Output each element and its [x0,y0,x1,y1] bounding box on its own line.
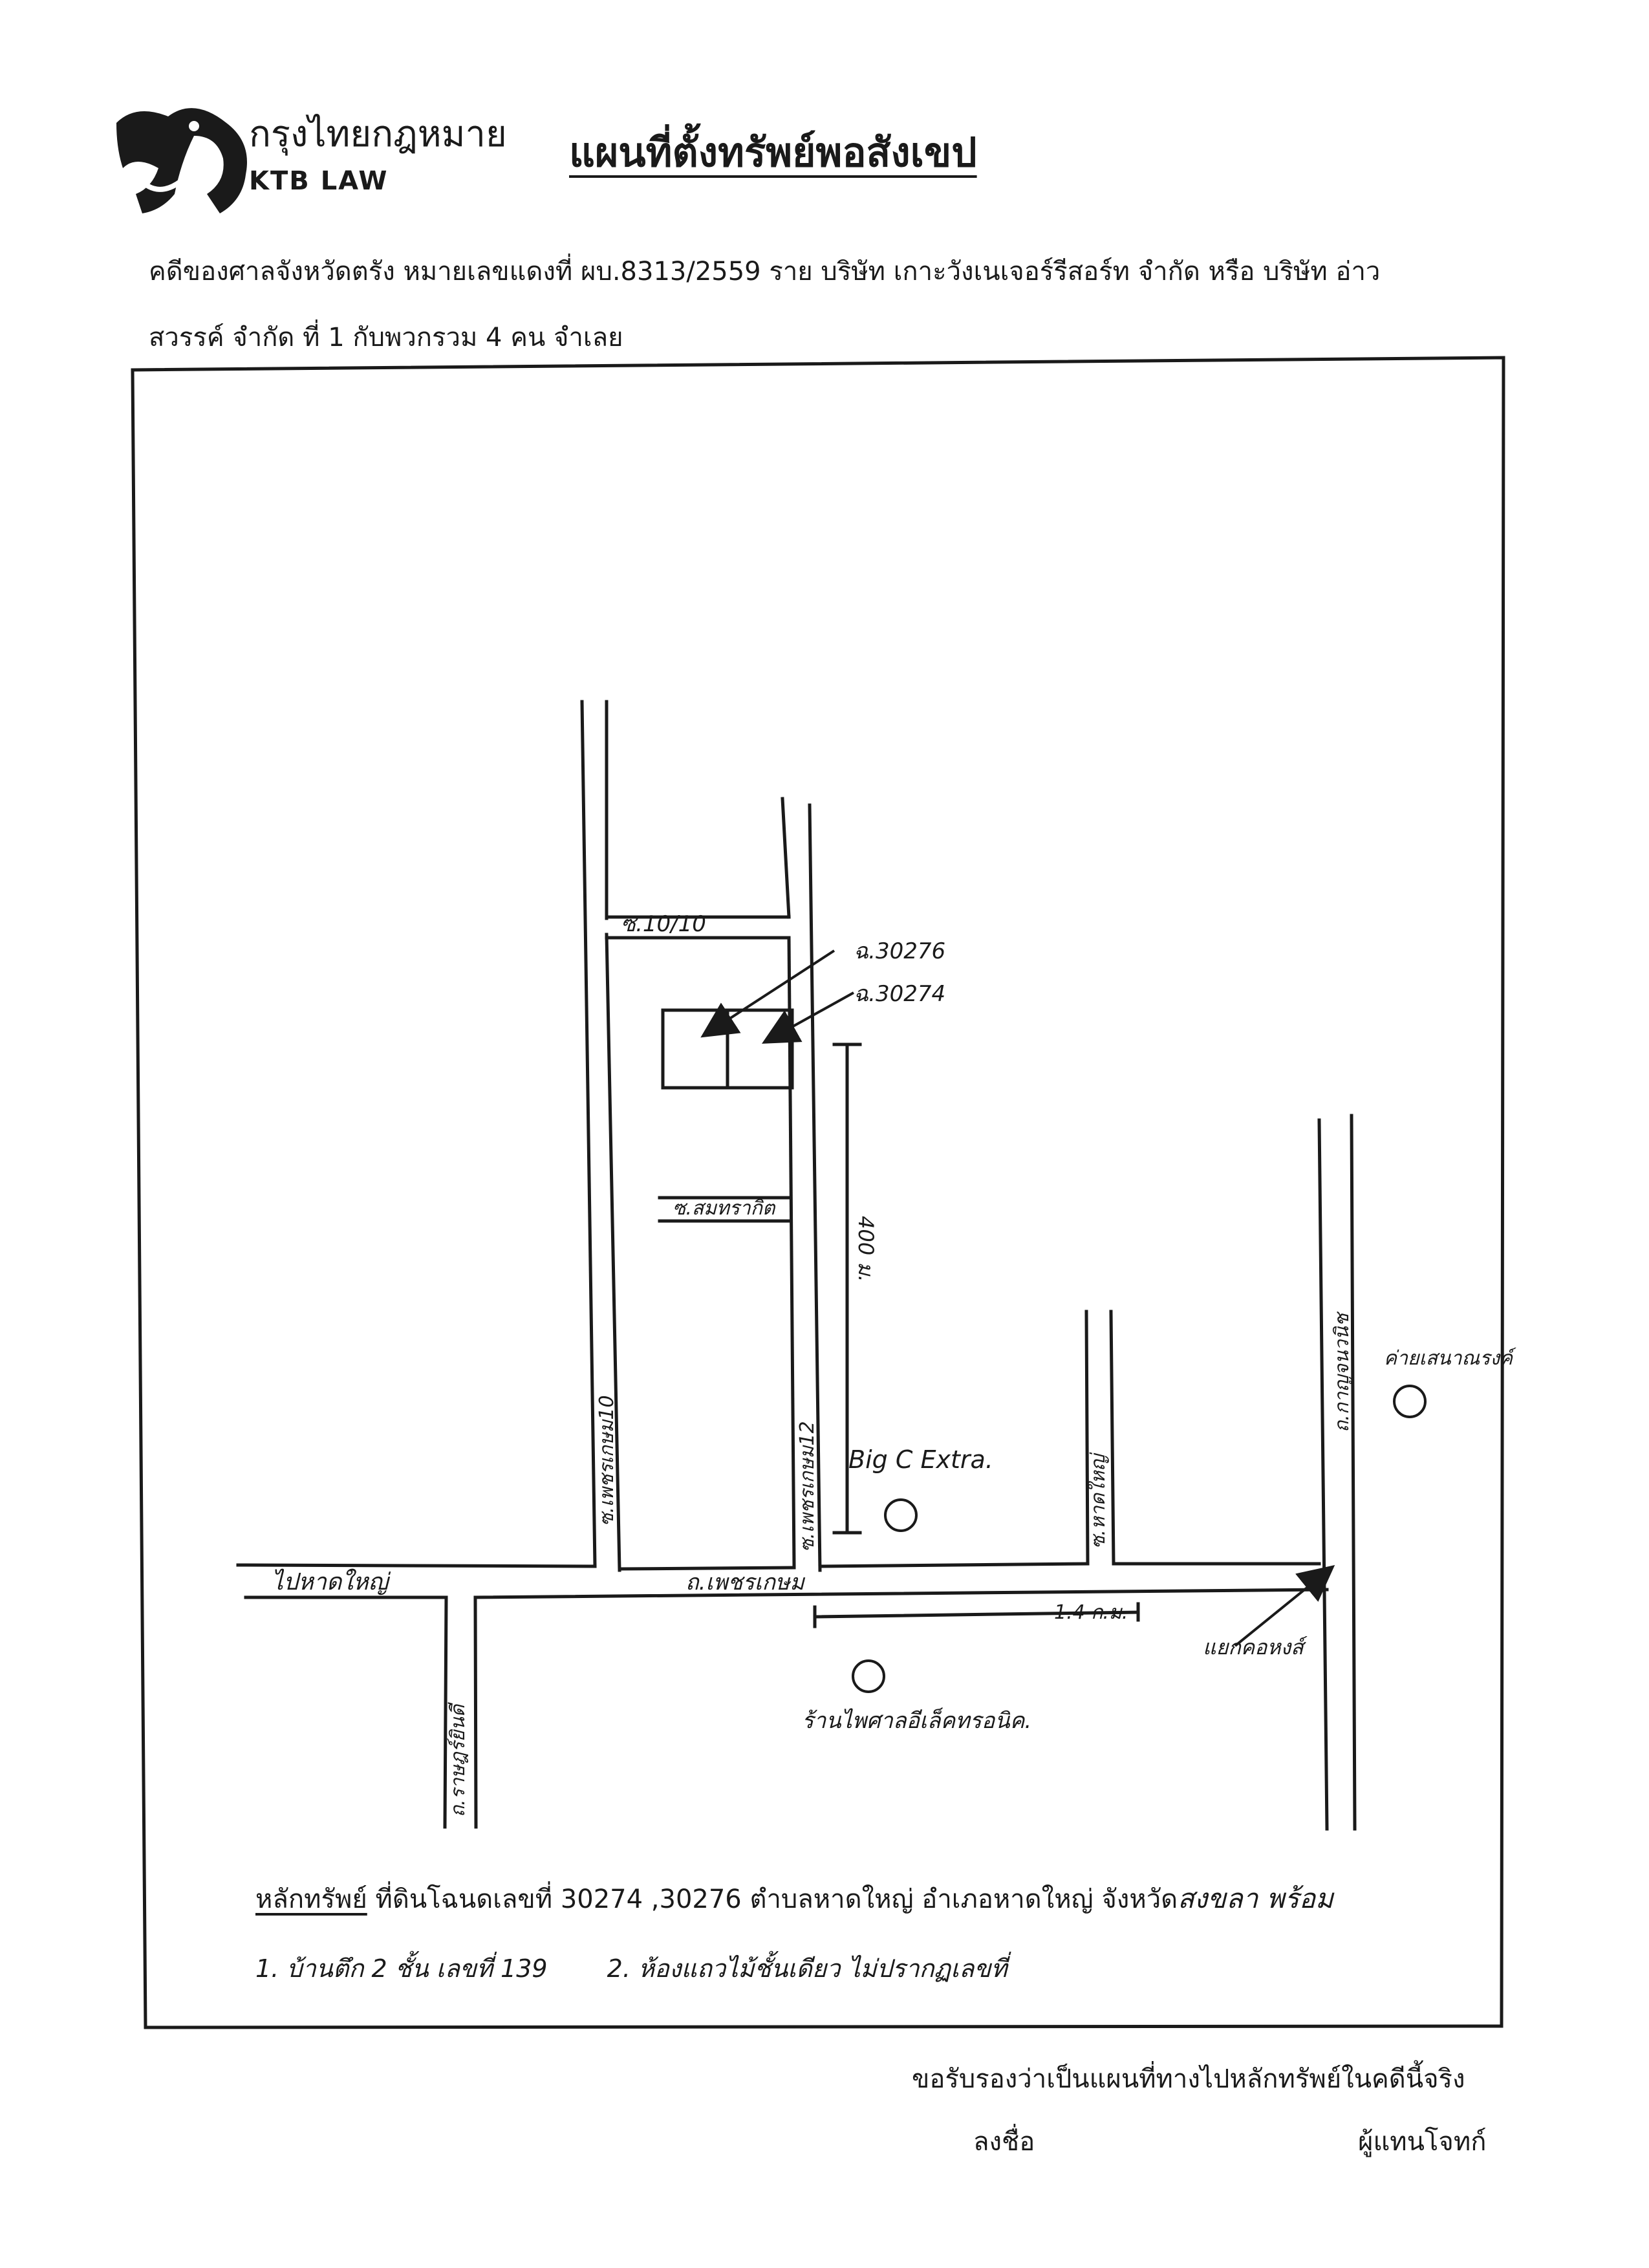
label-store: ร้านไพศาลอีเล็คทรอนิค. [802,1707,1031,1734]
big-c-marker-icon [884,1498,918,1532]
road-soi-12-top [781,797,791,919]
label-intersection: แยกคอหงส์ [1203,1635,1308,1659]
label-to-hatyai: ไปหาดใหญ่ [272,1568,391,1595]
security-text: ที่ดินโฉนดเลขที่ 30274 ,30276 ตำบลหาดใหญ… [367,1885,1178,1914]
security-label: หลักทรัพย์ [255,1885,367,1914]
label-right-soi: ซ.หาดใหญ่ [1087,1452,1110,1549]
label-side-soi: ซ.สมทรากิต [673,1197,776,1220]
security-province-handwritten: สงขลา พร้อม [1178,1883,1333,1914]
road-kanchana-right [1350,1114,1357,1831]
road-left-bottom-right [473,1595,478,1829]
label-distance-400: 400 ม. [854,1216,878,1282]
plot-30276 [661,1008,729,1090]
label-soi-10-10: ซ.10/10 [621,911,706,937]
label-distance-1-4: 1.4 ก.ม. [1054,1601,1128,1624]
road-petchkasem-bottom-2 [473,1588,1329,1599]
signature-label: ลงชื่อ [973,2127,1035,2157]
label-big-c: Big C Extra. [848,1445,993,1474]
arrow-to-plot-30274 [762,991,854,1044]
label-deed-30274: ฉ.30274 [854,981,945,1007]
plot-30274 [726,1008,794,1090]
certification-text: ขอรับรองว่าเป็นแผนที่ทางไปหลักทรัพย์ในคด… [912,2064,1465,2094]
road-kanchana-left [1317,1118,1329,1831]
case-description-line-1: คดีของศาลจังหวัดตรัง หมายเลขแดงที่ ผบ.83… [149,257,1381,286]
case-description-line-2: สวรรค์ จำกัด ที่ 1 กับพวกรวม 4 คน จำเลย [149,323,623,352]
distance-1-4-line [813,1610,1140,1619]
road-soi-10-left-edge [580,700,597,1568]
label-road-left: ถ.ราษฎร์ยินดี [447,1702,469,1817]
road-right-soi-left [1084,1310,1090,1566]
label-deed-30276: ฉ.30276 [854,938,945,964]
store-marker-icon [852,1659,885,1693]
road-right-soi-right [1109,1310,1116,1566]
road-soi-12-right-edge [808,803,822,1572]
camp-marker-icon [1393,1385,1427,1418]
road-soi-10-right-edge [605,933,621,1572]
label-road-kanchana: ถ.กาญจนวนิช [1331,1311,1353,1432]
road-petchkasem-top-1 [236,1563,597,1568]
map-border [131,356,1505,2029]
brand-name-thai: กรุงไทยกฎหมาย [249,113,507,155]
brand-name-english: KTB LAW [249,166,389,196]
label-camp: ค่ายเสนาณรงค์ [1384,1347,1516,1370]
road-petchkasem-top-3 [818,1562,1090,1568]
arrow-to-intersection [1234,1564,1335,1647]
page-title: แผนที่ตั้งทรัพย์พอสังเขป [569,129,977,176]
representative-label: ผู้แทนโจทก์ [1358,2127,1487,2157]
road-left-bottom-left [443,1595,448,1829]
label-road-petchkasem: ถ.เพชรเกษม [685,1570,805,1595]
ktb-eagle-logo-icon [116,108,247,213]
security-description: หลักทรัพย์ ที่ดินโฉนดเลขที่ 30274 ,30276… [255,1883,1333,1914]
road-petchkasem-top-2 [618,1566,796,1571]
label-soi-10: ซ.เพชรเกษม10 [596,1395,618,1526]
security-item-2: 2. ห้องแถวไม้ชั้นเดียว ไม่ปรากฏเลขที่ [607,1954,1008,1983]
security-items: 1. บ้านตึก 2 ชั้น เลขที่ 139 2. ห้องแถวไ… [255,1956,1059,1981]
arrow-to-plot-30276 [700,949,835,1038]
label-soi-12: ซ.เพชรเกษม12 [796,1421,819,1552]
security-item-1: 1. บ้านตึก 2 ชั้น เลขที่ 139 [255,1954,548,1983]
